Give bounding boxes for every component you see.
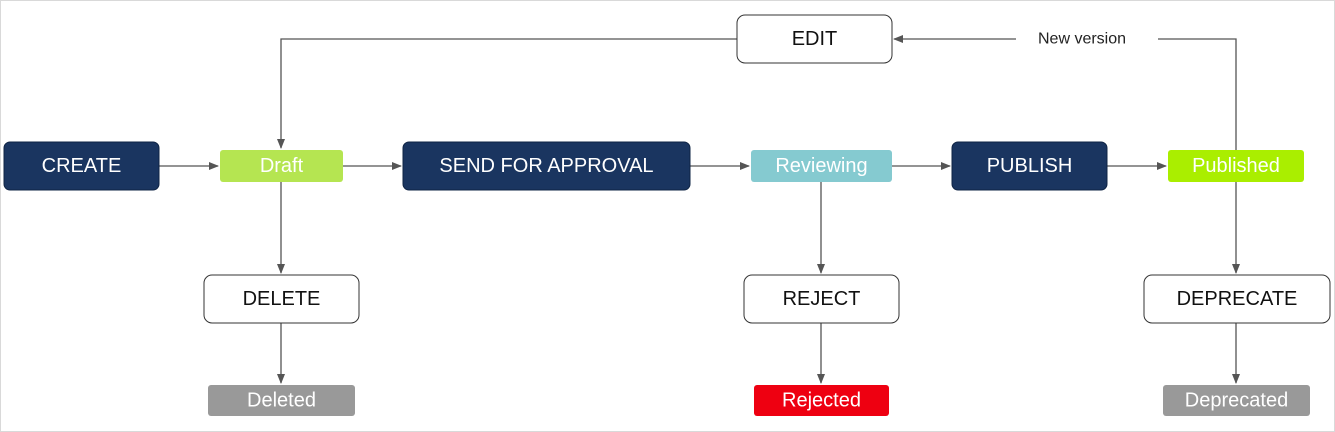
edge-edit-to-draft	[277, 38, 737, 149]
node-reject: REJECT	[743, 274, 900, 324]
status-deprecated: Deprecated	[1163, 385, 1310, 416]
status-reviewing-box	[751, 150, 892, 182]
status-draft: Draft	[220, 150, 343, 182]
status-draft-label: Draft	[260, 155, 304, 177]
status-published-label: Published	[1192, 155, 1280, 177]
node-edit: EDIT	[736, 14, 893, 64]
node-reject-label: REJECT	[783, 288, 861, 310]
status-deprecated-label: Deprecated	[1185, 390, 1288, 412]
node-send-for-approval-label: SEND FOR APPROVAL	[439, 155, 653, 177]
node-reject-box	[743, 274, 900, 324]
status-deleted: Deleted	[208, 385, 355, 416]
node-publish-label: PUBLISH	[987, 155, 1073, 177]
node-edit-box	[736, 14, 893, 64]
node-create: CREATE	[3, 141, 160, 191]
node-deprecate: DEPRECATE	[1143, 274, 1331, 324]
status-rejected-box	[754, 385, 889, 416]
node-edit-label: EDIT	[792, 28, 838, 50]
status-reviewing: Reviewing	[751, 150, 892, 182]
node-create-label: CREATE	[42, 155, 122, 177]
edges: New version	[159, 31, 1240, 384]
status-published-box	[1168, 150, 1304, 182]
node-delete-box	[203, 274, 360, 324]
node-publish: PUBLISH	[951, 141, 1108, 191]
edge-published-to-edit-part1	[1158, 38, 1237, 150]
status-deprecated-box	[1163, 385, 1310, 416]
status-rejected: Rejected	[754, 385, 889, 416]
status-deleted-label: Deleted	[247, 390, 316, 412]
status-published: Published	[1168, 150, 1304, 182]
status-rejected-label: Rejected	[782, 390, 861, 412]
node-deprecate-box	[1143, 274, 1331, 324]
node-create-box	[3, 141, 160, 191]
node-deprecate-label: DEPRECATE	[1177, 288, 1298, 310]
status-reviewing-label: Reviewing	[775, 155, 867, 177]
node-delete: DELETE	[203, 274, 360, 324]
status-deleted-box	[208, 385, 355, 416]
node-send-for-approval: SEND FOR APPROVAL	[402, 141, 691, 191]
edge-label-new-version: New version	[1038, 31, 1126, 48]
status-draft-box	[220, 150, 343, 182]
node-delete-label: DELETE	[243, 288, 321, 310]
node-publish-box	[951, 141, 1108, 191]
node-send-for-approval-box	[402, 141, 691, 191]
